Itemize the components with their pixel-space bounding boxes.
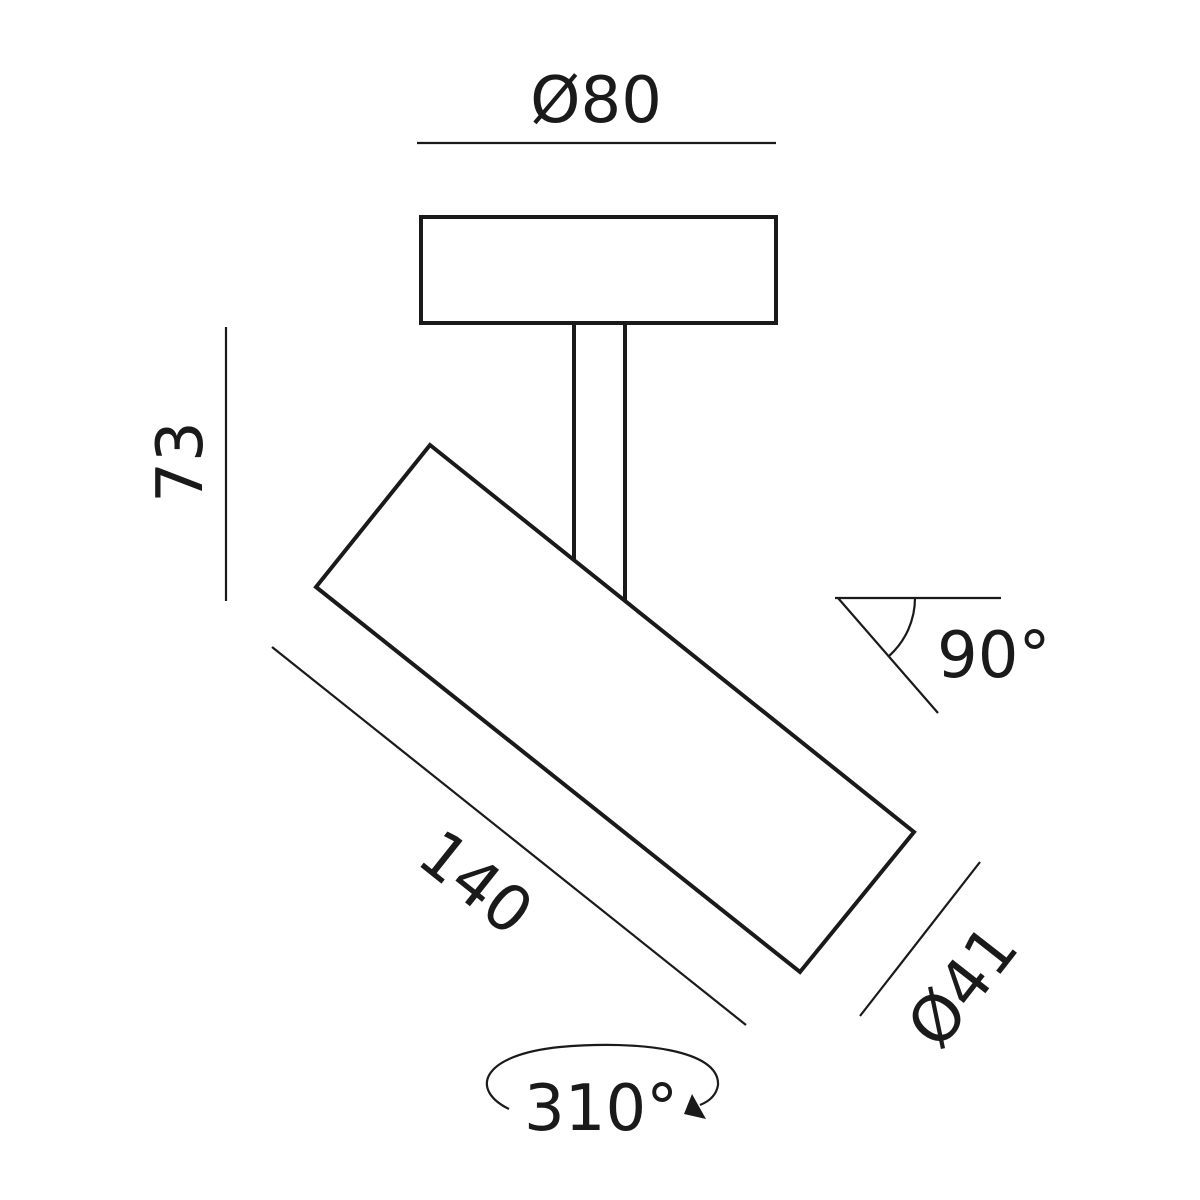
base-diameter-label: Ø80 — [530, 64, 662, 138]
head-diameter-label: Ø41 — [894, 912, 1033, 1061]
length-line — [271, 646, 747, 1026]
rotation-indicator: 310° — [485, 1043, 720, 1146]
rotation-arrowhead-icon — [684, 1094, 706, 1119]
length-label: 140 — [404, 817, 546, 951]
stem — [572, 323, 627, 600]
tilt-angle-indicator: 90° — [835, 596, 1050, 714]
base-diameter-dimension: Ø80 — [417, 64, 776, 145]
length-dimension: 140 — [271, 646, 747, 1026]
rotation-label: 310° — [524, 1072, 678, 1146]
tilt-angle-arc-icon — [888, 597, 917, 657]
head-diameter-dimension: Ø41 — [859, 861, 1033, 1062]
rotation-arc-icon — [485, 1043, 720, 1110]
height-dimension: 73 — [144, 327, 228, 601]
head-diameter-line — [859, 861, 981, 1017]
tilt-angle-line — [837, 597, 939, 714]
lamp-head — [313, 442, 917, 975]
height-label: 73 — [144, 421, 218, 502]
base-plate — [419, 215, 778, 325]
tilt-angle-label: 90° — [937, 619, 1050, 693]
